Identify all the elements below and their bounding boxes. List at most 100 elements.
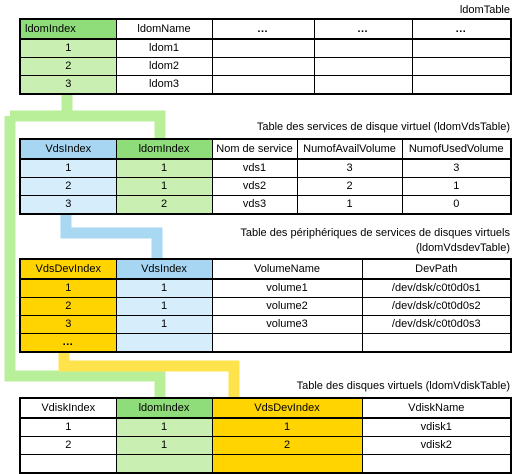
table-cell: 1 [115, 417, 213, 437]
table-row: 3 ldom3 [19, 75, 512, 95]
table-cell: 1 [19, 38, 117, 58]
column-header: … [211, 18, 315, 40]
table-cell: 3 [19, 195, 117, 215]
column-header: ldomIndex [115, 397, 213, 419]
column-header: VdiskName [361, 397, 512, 419]
table-cell [115, 454, 213, 474]
table-cell: 3 [19, 75, 117, 95]
table-cell: volume3 [211, 315, 363, 334]
table-cell: ldom1 [115, 38, 213, 58]
table-cell: 1 [211, 417, 363, 437]
table-cell: 1 [115, 158, 213, 178]
column-header: NumofAvailVolume [296, 138, 403, 160]
table-row: 2 1 volume2 /dev/dsk/c0t0d0s2 [19, 297, 512, 316]
table-cell [211, 38, 315, 58]
table-cell [313, 75, 413, 95]
vdisk-table: VdiskIndex ldomIndex VdsDevIndex VdiskNa… [19, 397, 512, 474]
table-row: 2 1 vds2 2 1 [19, 177, 512, 196]
table-cell [211, 57, 315, 76]
table-row: 1 1 volume1 /dev/dsk/c0t0d0s1 [19, 278, 512, 298]
column-header: ldomIndex [19, 18, 117, 40]
table-cell: 0 [401, 195, 512, 215]
ldom-index-link-to-vdisk [4, 110, 166, 397]
table-cell: 1 [115, 315, 213, 334]
table-cell: vdisk1 [361, 417, 512, 437]
table-cell: 1 [19, 278, 117, 298]
vdsdev-index-link [58, 346, 240, 397]
table-header-row: VdsIndex ldomIndex Nom de service NumofA… [19, 138, 512, 160]
table-cell: 1 [115, 297, 213, 316]
table-cell: 3 [296, 158, 403, 178]
table-cell: 1 [401, 177, 512, 196]
table-row [19, 454, 512, 474]
vdsdev-table-caption: Table des périphériques de services de d… [240, 226, 510, 256]
table-cell [313, 57, 413, 76]
table-cell: vds1 [211, 158, 298, 178]
table-cell: 3 [401, 158, 512, 178]
table-header-row: VdsDevIndex VdsIndex VolumeName DevPath [19, 258, 512, 280]
table-cell: volume2 [211, 297, 363, 316]
table-cell [361, 333, 512, 353]
table-row: 2 ldom2 [19, 57, 512, 76]
table-cell: 2 [211, 436, 363, 455]
table-cell: 1 [115, 436, 213, 455]
table-header-row: VdiskIndex ldomIndex VdsDevIndex VdiskNa… [19, 397, 512, 419]
column-header: Nom de service [211, 138, 298, 160]
table-cell [19, 454, 117, 474]
table-cell: /dev/dsk/c0t0d0s2 [361, 297, 512, 316]
table-cell [411, 57, 512, 76]
table-cell: 2 [19, 297, 117, 316]
table-cell: 2 [19, 57, 117, 76]
table-cell: 1 [296, 195, 403, 215]
table-row: 3 1 volume3 /dev/dsk/c0t0d0s3 [19, 315, 512, 334]
table-cell [211, 454, 363, 474]
vds-table: VdsIndex ldomIndex Nom de service NumofA… [19, 138, 512, 215]
table-row: 1 1 1 vdisk1 [19, 417, 512, 437]
column-header: ldomName [115, 18, 213, 40]
column-header: DevPath [361, 258, 512, 280]
column-header: NumofUsedVolume [401, 138, 512, 160]
table-cell: /dev/dsk/c0t0d0s3 [361, 315, 512, 334]
vdsdev-table: VdsDevIndex VdsIndex VolumeName DevPath … [19, 258, 512, 353]
vdsdev-caption-line1: Table des périphériques de services de d… [240, 227, 510, 239]
column-header: … [411, 18, 512, 40]
table-row: … [19, 333, 512, 353]
table-cell: vds3 [211, 195, 298, 215]
vdsdev-caption-line2: (ldomVdsdevTable) [415, 242, 510, 254]
table-cell: … [19, 333, 117, 353]
table-cell [411, 38, 512, 58]
table-row: 2 1 2 vdisk2 [19, 436, 512, 455]
table-cell [313, 38, 413, 58]
table-cell: 3 [19, 315, 117, 334]
column-header: VolumeName [211, 258, 363, 280]
column-header: VdsDevIndex [19, 258, 117, 280]
table-cell: vds2 [211, 177, 298, 196]
table-cell [211, 75, 315, 95]
column-header: VdsIndex [115, 258, 213, 280]
table-cell: vdisk2 [361, 436, 512, 455]
ldom-index-link-to-vds [61, 92, 166, 140]
table-row: 1 ldom1 [19, 38, 512, 58]
table-row: 1 1 vds1 3 3 [19, 158, 512, 178]
table-cell: 1 [19, 417, 117, 437]
ldom-table-caption: ldomTable [459, 4, 510, 16]
vdisk-table-caption: Table des disques virtuels (ldomVdiskTab… [296, 380, 510, 392]
table-header-row: ldomIndex ldomName … … … [19, 18, 512, 40]
vds-table-caption: Table des services de disque virtuel (ld… [256, 121, 510, 133]
ldom-table: ldomIndex ldomName … … … 1 ldom1 2 ldom2… [19, 18, 512, 95]
table-cell [211, 333, 363, 353]
table-cell: ldom3 [115, 75, 213, 95]
column-header: VdsDevIndex [211, 397, 363, 419]
table-cell: 1 [19, 158, 117, 178]
column-header: … [313, 18, 413, 40]
table-cell [115, 333, 213, 353]
table-cell: volume1 [211, 278, 363, 298]
column-header: ldomIndex [115, 138, 213, 160]
column-header: VdsIndex [19, 138, 117, 160]
table-cell: 2 [19, 177, 117, 196]
table-cell: /dev/dsk/c0t0d0s1 [361, 278, 512, 298]
column-header: VdiskIndex [19, 397, 117, 419]
table-cell [411, 75, 512, 95]
table-cell: 1 [115, 177, 213, 196]
